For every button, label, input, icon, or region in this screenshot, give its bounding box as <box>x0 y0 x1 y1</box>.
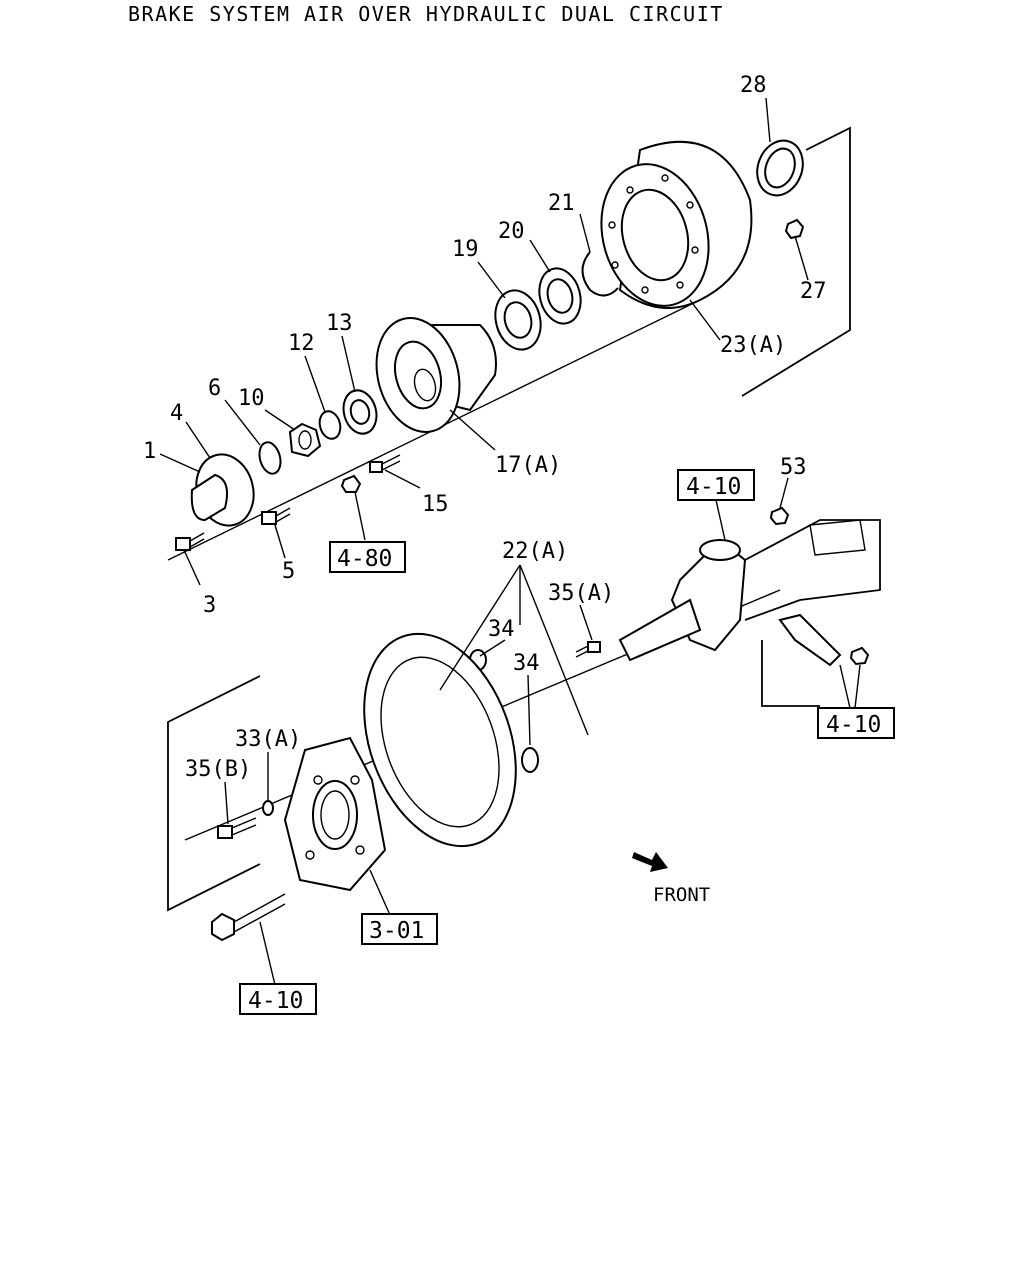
front-arrow-icon <box>632 852 668 872</box>
reference-4-80: 4-80 <box>337 546 392 572</box>
callout-33a: 33(A) <box>235 727 301 752</box>
gasket-part-6 <box>258 441 282 475</box>
reference-box-4-10-knuckle: 4-10 <box>677 469 755 501</box>
callout-28: 28 <box>740 73 767 98</box>
steering-arm <box>778 613 870 667</box>
backing-plate-group-bracket <box>167 675 261 912</box>
callout-13: 13 <box>326 311 353 336</box>
bearing-part-19 <box>494 289 542 351</box>
leader-lines <box>159 97 861 986</box>
diagram-title: BRAKE SYSTEM AIR OVER HYDRAULIC DUAL CIR… <box>128 2 724 26</box>
callout-1: 1 <box>143 439 156 464</box>
reference-4-10-knuckle: 4-10 <box>686 474 741 500</box>
reference-box-4-80: 4-80 <box>329 541 406 573</box>
bolt-part-5 <box>261 507 291 525</box>
arm-group-bracket <box>761 640 820 707</box>
front-label: FRONT <box>653 884 710 906</box>
knuckle-bolt <box>211 893 286 942</box>
wheel-hub-part-17a <box>375 317 497 433</box>
brake-drum-part-23a <box>600 140 753 309</box>
reference-4-10-bolt: 4-10 <box>248 988 303 1014</box>
nut-part-53 <box>769 506 790 526</box>
reference-4-10-arm: 4-10 <box>826 712 881 738</box>
callout-12: 12 <box>288 331 315 356</box>
callout-21: 21 <box>548 191 575 216</box>
oil-seal-part-28 <box>756 139 804 197</box>
washer-part-12 <box>318 410 342 440</box>
drum-group-bracket <box>741 126 851 397</box>
backing-plate <box>283 736 387 892</box>
wheel-nut <box>340 474 362 493</box>
reference-box-4-10-bolt: 4-10 <box>239 983 317 1015</box>
callout-15: 15 <box>422 492 449 517</box>
callout-22a: 22(A) <box>502 539 568 564</box>
callout-4: 4 <box>170 401 183 426</box>
stud-part-15 <box>369 454 401 473</box>
callout-19: 19 <box>452 237 479 262</box>
nut-part-27 <box>784 218 805 240</box>
callout-3: 3 <box>203 593 216 618</box>
callout-17a: 17(A) <box>495 453 561 478</box>
callout-5: 5 <box>282 559 295 584</box>
hub-cap-part-1 <box>190 453 255 527</box>
callout-20: 20 <box>498 219 525 244</box>
reference-box-3-01: 3-01 <box>361 913 438 945</box>
callout-10: 10 <box>238 386 265 411</box>
callout-35a: 35(A) <box>548 581 614 606</box>
callout-53: 53 <box>780 455 807 480</box>
callout-35b: 35(B) <box>185 757 251 782</box>
callout-6: 6 <box>208 376 221 401</box>
bearing-part-20 <box>538 267 582 325</box>
reference-3-01: 3-01 <box>369 918 424 944</box>
bolt-part-35a <box>575 641 601 658</box>
bearing-part-13 <box>342 389 378 435</box>
bolt-part-35b <box>217 817 257 839</box>
grommet-part-34-lower <box>521 747 539 773</box>
steering-knuckle <box>618 519 881 662</box>
callout-23a: 23(A) <box>720 333 786 358</box>
reference-box-4-10-arm: 4-10 <box>817 707 895 739</box>
callout-34-upper: 34 <box>488 617 515 642</box>
callout-34-lower: 34 <box>513 651 540 676</box>
hub-nut-part-10 <box>288 422 322 458</box>
callout-27: 27 <box>800 279 827 304</box>
washer-part-33a <box>262 800 274 816</box>
bolt-part-3 <box>175 532 205 551</box>
dust-cover-part-22a <box>363 632 517 848</box>
snap-ring-part-21 <box>581 251 619 297</box>
